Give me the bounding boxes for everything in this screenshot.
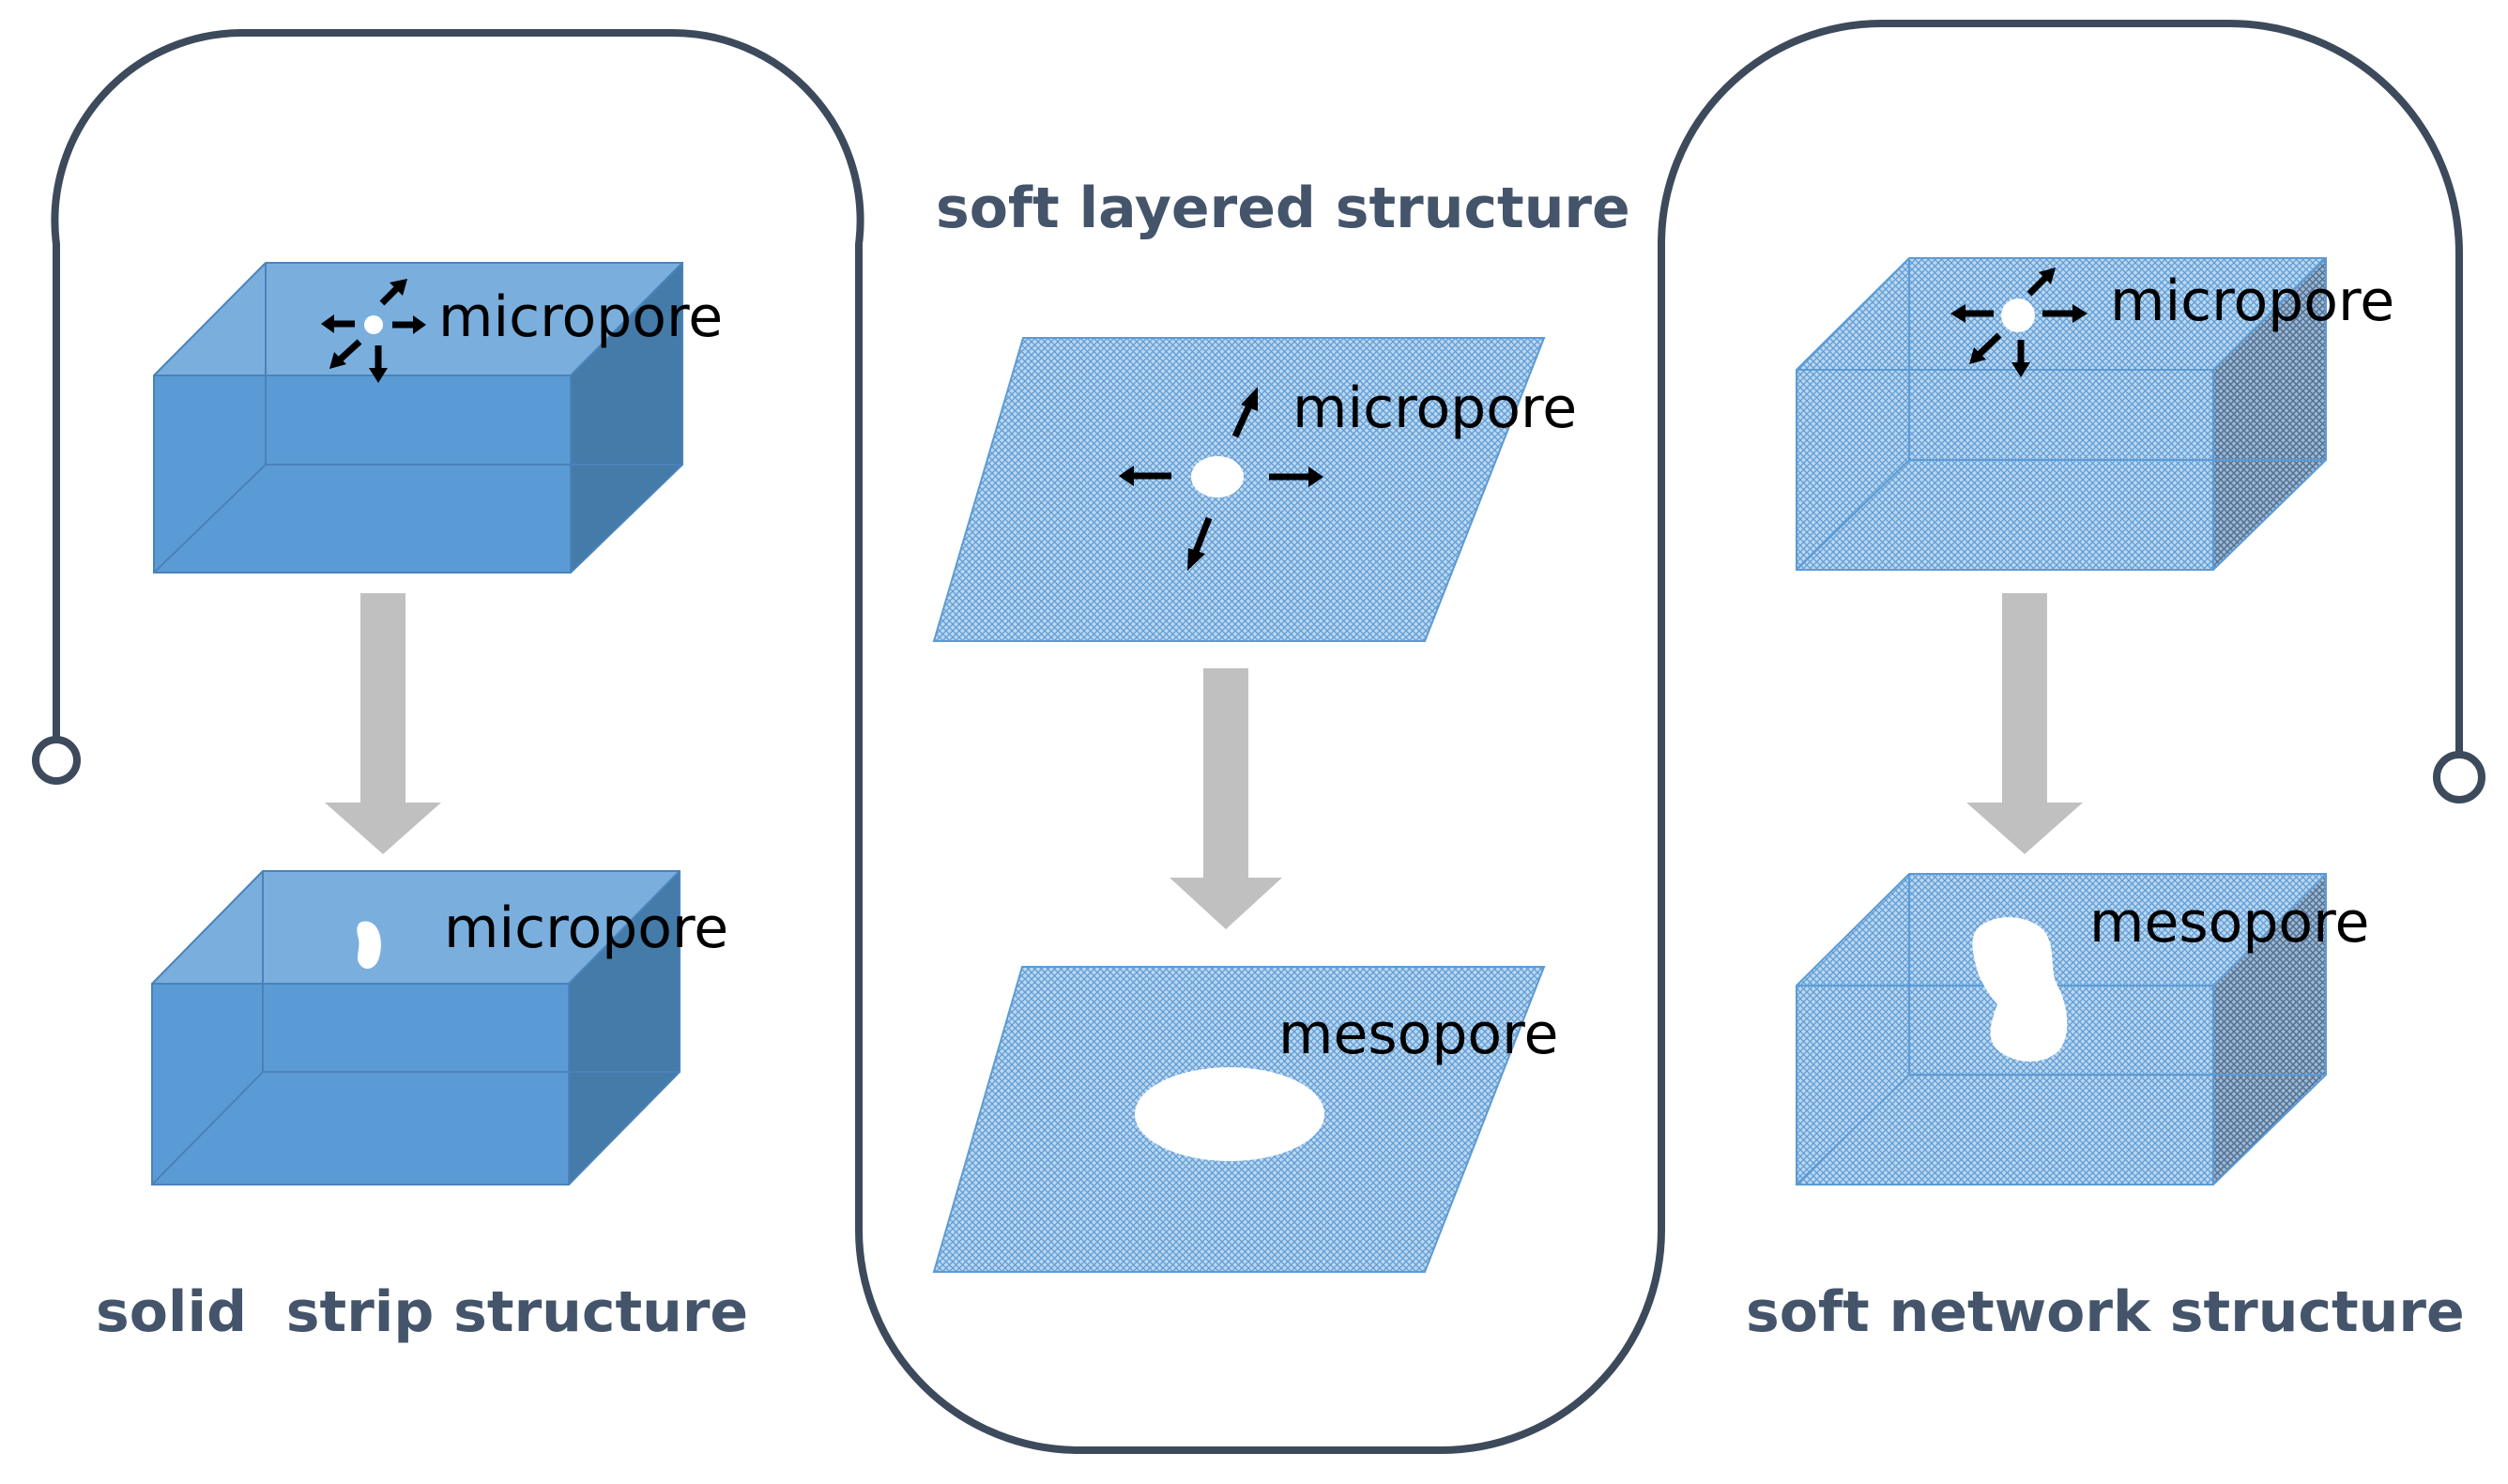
label-micropore-left-bottom: micropore — [444, 895, 728, 961]
left-terminal-ring — [32, 736, 81, 785]
micropore-burst-middle — [1119, 387, 1323, 571]
outline-connectors — [32, 20, 2485, 1454]
micropore-dot — [2001, 298, 2035, 332]
right-terminal-ring — [2433, 751, 2485, 803]
solid-box-top — [153, 262, 683, 574]
mesopore-blob-right — [1972, 917, 2068, 1062]
title-solid-strip: solid strip structure — [96, 1279, 748, 1345]
micropore-burst-left — [321, 279, 426, 383]
mesopore-hole-middle — [1135, 1067, 1324, 1161]
label-micropore-left-top: micropore — [438, 284, 723, 350]
title-soft-layered: soft layered structure — [936, 176, 1630, 241]
panel-solid-strip: micropore micropore solid strip structur… — [96, 262, 748, 1345]
transition-arrow-left — [325, 593, 441, 854]
transition-arrow-middle — [1170, 668, 1282, 929]
label-mesopore-right-bottom: mesopore — [2089, 890, 2369, 956]
title-soft-network: soft network structure — [1746, 1279, 2465, 1345]
label-mesopore-middle-bottom: mesopore — [1278, 1002, 1558, 1067]
micropore-blob-left — [357, 921, 381, 970]
left-arch — [51, 20, 2463, 1454]
panel-soft-layered: soft layered structure micropore meso — [932, 176, 1630, 1273]
label-micropore-middle-top: micropore — [1292, 375, 1577, 441]
micropore-dot — [1191, 456, 1244, 497]
panel-soft-network: micropore mesopore soft network structur… — [1746, 257, 2465, 1345]
label-micropore-right-top: micropore — [2110, 268, 2394, 334]
network-box-bottom — [1796, 873, 2327, 1186]
layer-sheet-top — [932, 337, 1546, 642]
micropore-dot — [364, 315, 383, 334]
solid-box-bottom — [151, 870, 681, 1186]
transition-arrow-right — [1966, 593, 2083, 854]
micropore-burst-right — [1950, 268, 2087, 377]
